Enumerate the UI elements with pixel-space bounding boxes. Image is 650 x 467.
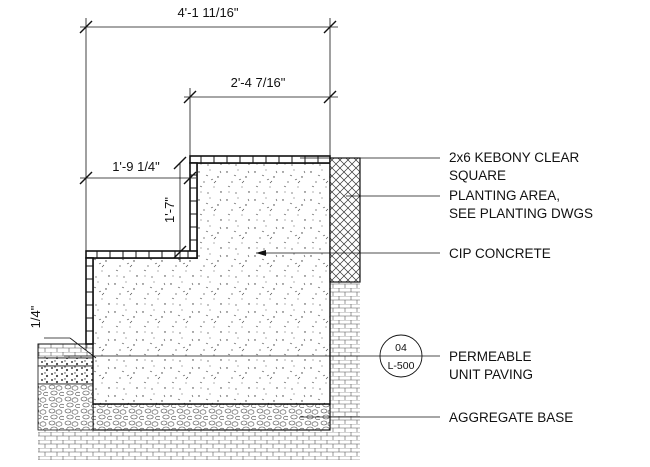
dimension-step-height-label: 1'-7" <box>162 197 177 223</box>
concrete-arrowhead <box>256 250 266 256</box>
note-concrete: CIP CONCRETE <box>449 246 551 261</box>
aggregate-base <box>92 403 331 431</box>
dimension-upper-label: 2'-4 7/16" <box>231 75 286 90</box>
cip-concrete-body <box>92 162 331 405</box>
paver-base <box>37 383 94 431</box>
planting-area <box>329 157 361 283</box>
note-paving-line1: PERMEABLE <box>449 349 532 364</box>
dimension-paver-gap-label: 1/4" <box>28 305 43 328</box>
detail-tag-sheet: L-500 <box>388 360 415 372</box>
leader-lines <box>64 157 440 418</box>
dimension-overall <box>79 18 338 251</box>
soil-right <box>330 282 360 460</box>
soil-left <box>38 428 358 460</box>
kebony-board-side <box>85 257 94 345</box>
dimension-step-height <box>173 156 187 262</box>
dimension-paver-gap <box>44 337 97 359</box>
dimension-upper <box>183 88 338 156</box>
note-paving-line2: UNIT PAVING <box>449 367 533 382</box>
note-kebony-line2: SQUARE <box>449 168 506 183</box>
kebony-board-step <box>85 250 198 259</box>
kebony-board-top <box>189 155 331 164</box>
note-aggregate: AGGREGATE BASE <box>449 410 573 425</box>
note-kebony-line1: 2x6 KEBONY CLEAR <box>449 150 580 165</box>
dimension-overall-label: 4'-1 11/16" <box>177 5 238 20</box>
dimension-step-width <box>79 171 197 185</box>
paver-bedding <box>37 357 94 367</box>
note-planting-line2: SEE PLANTING DWGS <box>449 206 593 221</box>
note-planting-line1: PLANTING AREA, <box>449 188 560 203</box>
paver-setting-bed <box>37 365 94 385</box>
detail-tag-number: 04 <box>395 342 407 354</box>
dimension-step-width-label: 1'-9 1/4" <box>112 159 160 174</box>
